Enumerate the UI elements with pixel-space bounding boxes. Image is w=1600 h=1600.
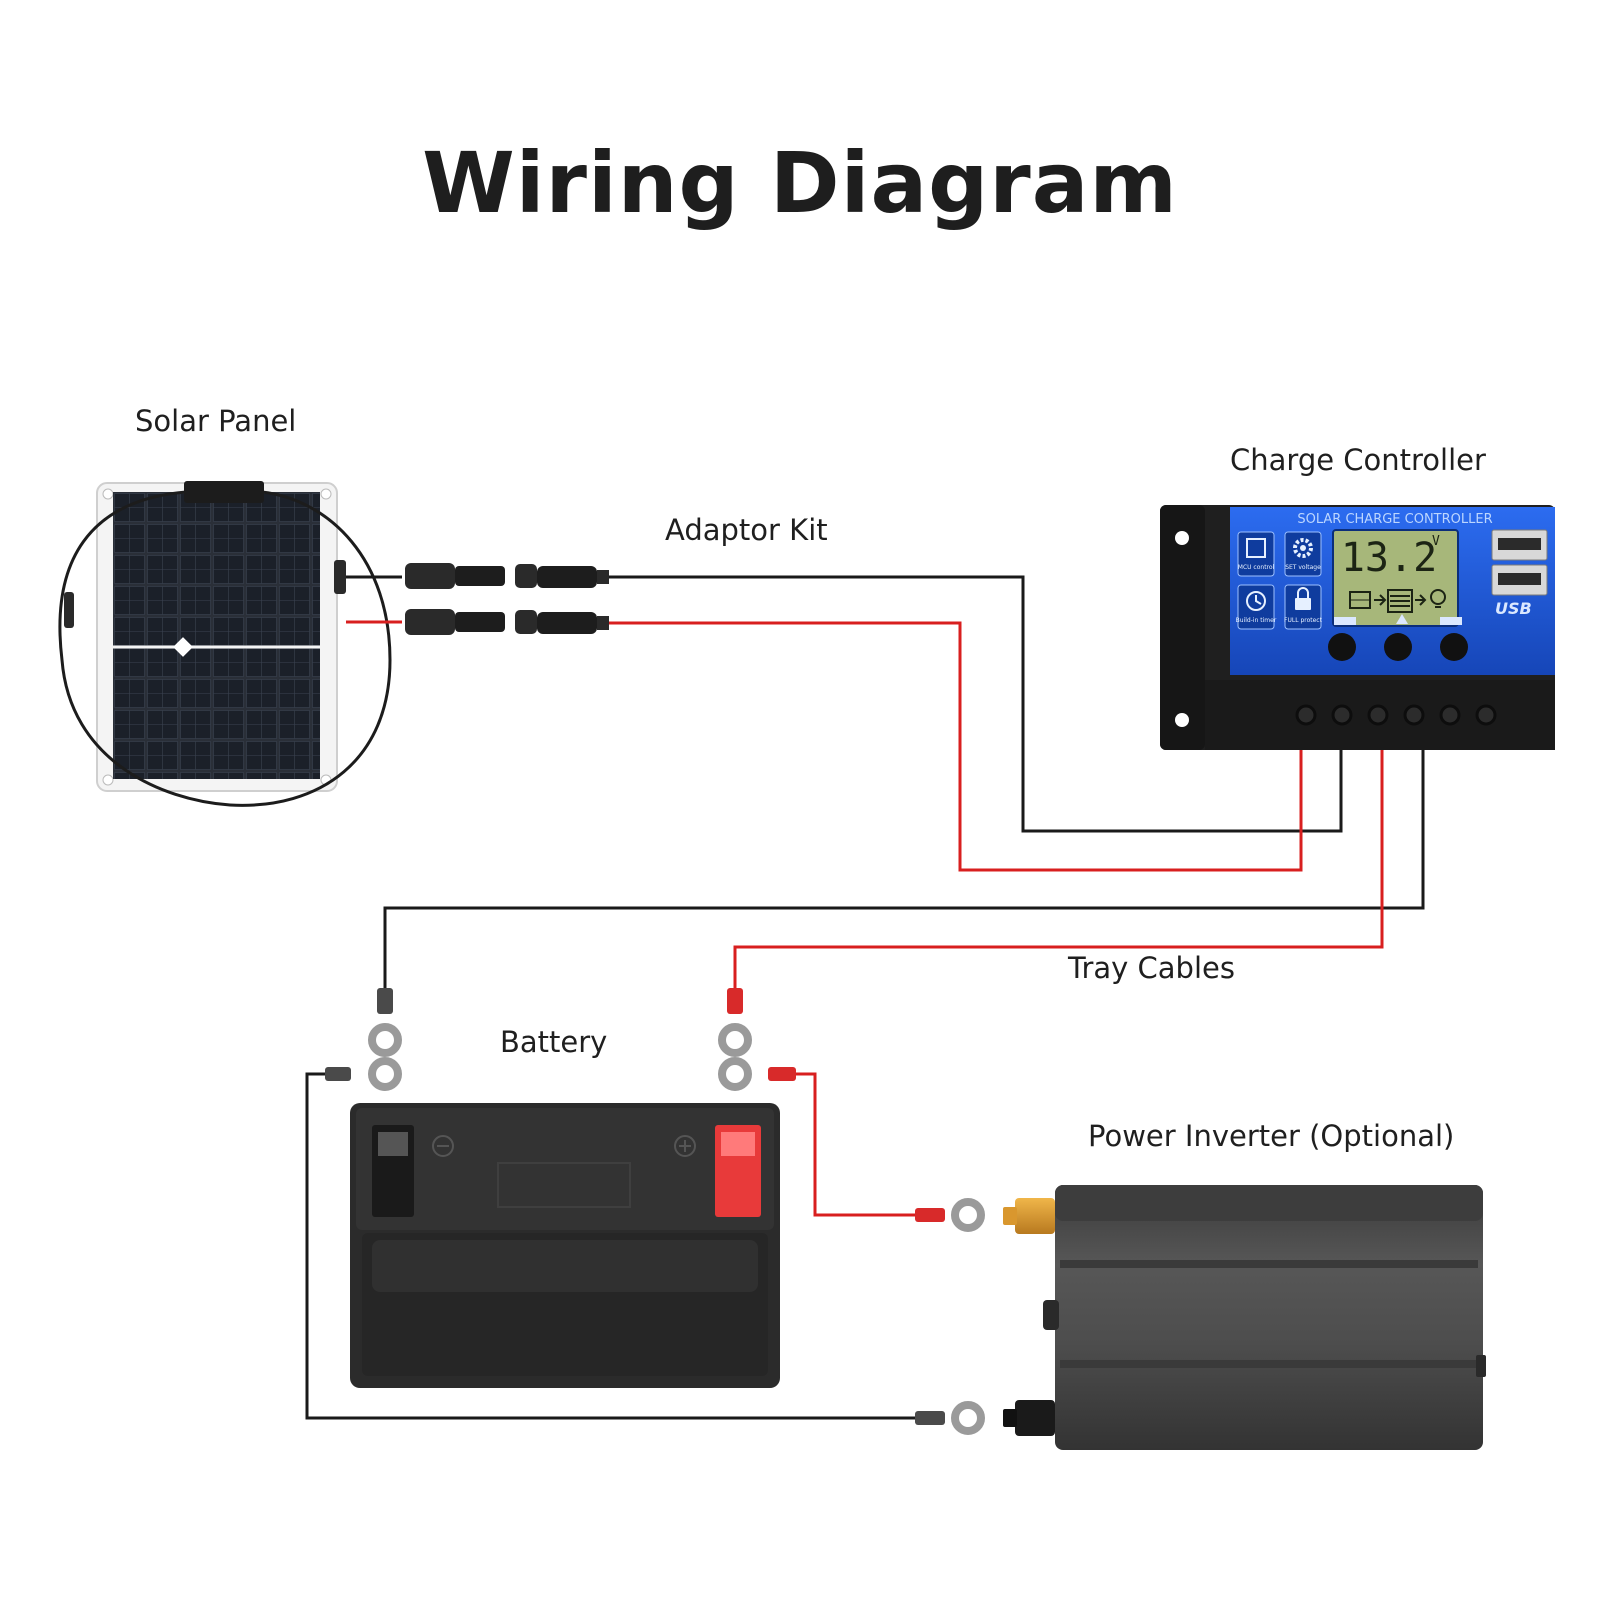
label-solar-panel: Solar Panel (135, 404, 296, 438)
wire-pv-negative (609, 575, 1343, 833)
ring-terminal-inverter-link-negative (325, 1057, 402, 1091)
label-charge-controller: Charge Controller (1230, 443, 1486, 477)
mc4-connector-negative (405, 563, 609, 589)
panel-cable-loop (58, 490, 392, 807)
adaptor-kit (405, 563, 609, 635)
wire-pv-positive (609, 621, 1303, 872)
inverter-negative-post (1003, 1400, 1055, 1436)
page-title: Wiring Diagram (422, 134, 1178, 232)
label-tray-cables: Tray Cables (1067, 951, 1235, 985)
lock-icon: FULL protect (1284, 584, 1323, 630)
solar-cell-grid (113, 492, 320, 779)
battery-minus-symbol (432, 1135, 454, 1157)
wire-inverter-positive (796, 1072, 915, 1217)
usb-label: USB (1495, 599, 1532, 618)
charge-controller: SOLAR CHARGE CONTROLLER MCU control SET … (1160, 505, 1555, 750)
icon-caption-mcu: MCU control (1238, 564, 1275, 571)
gear-icon: SET voltage (1284, 531, 1322, 577)
wire-battery-negative (383, 750, 1425, 988)
icon-caption-timer: Build-in timer (1236, 617, 1277, 624)
solar-panel (58, 481, 402, 807)
label-adaptor-kit: Adaptor Kit (665, 513, 828, 547)
lcd-voltage-unit: V (1432, 534, 1440, 549)
inverter-positive-post (1003, 1198, 1055, 1234)
ring-terminal-inverter-negative (915, 1401, 985, 1435)
icon-caption-full: FULL protect (1284, 617, 1323, 624)
ring-terminal-battery-negative (368, 988, 402, 1057)
controller-header: SOLAR CHARGE CONTROLLER (1297, 512, 1492, 527)
clock-icon: Build-in timer (1236, 584, 1277, 630)
bulb-icon (1430, 589, 1446, 608)
ring-terminal-inverter-positive (915, 1198, 985, 1232)
ring-terminal-inverter-link-positive (718, 1057, 796, 1091)
label-battery: Battery (500, 1025, 607, 1059)
battery-plus-symbol (674, 1135, 696, 1157)
controller-button-up[interactable] (1384, 633, 1412, 661)
controller-terminals (1295, 704, 1497, 726)
junction-box (184, 481, 264, 503)
wire-inverter-negative (305, 1072, 915, 1420)
usb-port-icon: USB (1491, 529, 1548, 618)
ring-terminal-battery-positive (718, 988, 752, 1057)
battery (350, 1103, 780, 1388)
battery-icon (1387, 589, 1413, 613)
lcd-voltage-value: 13.2 (1341, 535, 1437, 581)
mc4-connector-positive (405, 609, 609, 635)
pv-icon (1349, 591, 1371, 609)
label-power-inverter: Power Inverter (Optional) (1088, 1119, 1454, 1153)
lcd-screen: 13.2 V (1332, 529, 1459, 627)
controller-button-menu[interactable] (1328, 633, 1356, 661)
icon-caption-set: SET voltage (1285, 564, 1321, 571)
power-inverter (1003, 1185, 1486, 1450)
controller-button-down[interactable] (1440, 633, 1468, 661)
mcu-chip-icon: MCU control (1237, 531, 1275, 577)
wire-battery-positive (733, 750, 1384, 988)
